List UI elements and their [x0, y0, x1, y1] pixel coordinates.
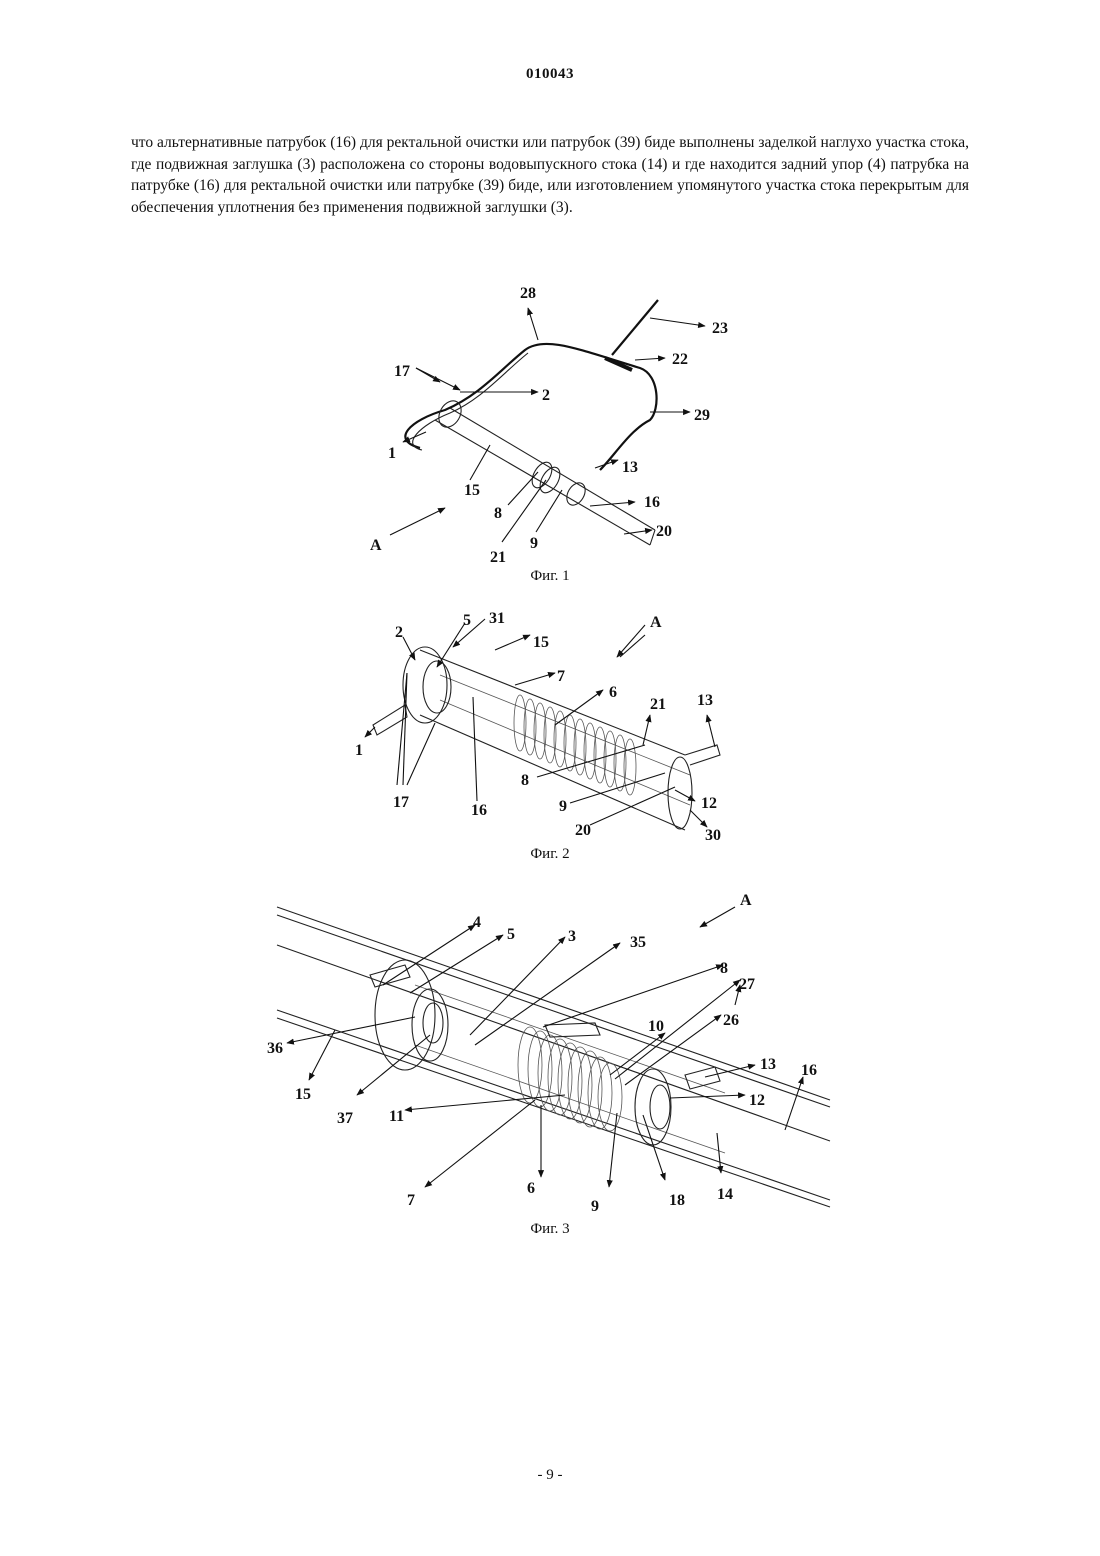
- page-number: - 9 -: [0, 1467, 1100, 1484]
- label-9: 9: [530, 535, 538, 552]
- label-13: 13: [760, 1056, 776, 1073]
- label-16: 16: [471, 802, 487, 819]
- body-paragraph: что альтернативные патрубок (16) для рек…: [131, 132, 969, 218]
- label-30: 30: [705, 827, 721, 844]
- label-17: 17: [394, 363, 410, 380]
- label-31: 31: [489, 610, 505, 627]
- label-9: 9: [559, 798, 567, 815]
- label-22: 22: [672, 351, 688, 368]
- label-20: 20: [575, 822, 591, 839]
- label-26: 26: [723, 1012, 739, 1029]
- label-20: 20: [656, 523, 672, 540]
- label-A: A: [370, 537, 382, 554]
- figure-2-caption: Фиг. 2: [0, 846, 1100, 863]
- label-12: 12: [701, 795, 717, 812]
- label-13: 13: [622, 459, 638, 476]
- label-2: 2: [542, 387, 550, 404]
- label-18: 18: [669, 1192, 685, 1209]
- label-36: 36: [267, 1040, 283, 1057]
- label-16: 16: [801, 1062, 817, 1079]
- label-15: 15: [464, 482, 480, 499]
- label-37: 37: [337, 1110, 353, 1127]
- label-6: 6: [609, 684, 617, 701]
- figure-1-drawing: 28 23 22 17 2 29 1 13 15 16 8 9 21 20 A: [350, 280, 750, 570]
- label-2: 2: [395, 624, 403, 641]
- label-5: 5: [463, 612, 471, 629]
- label-21: 21: [650, 696, 666, 713]
- label-12: 12: [749, 1092, 765, 1109]
- label-7: 7: [407, 1192, 415, 1209]
- label-13: 13: [697, 692, 713, 709]
- label-14: 14: [717, 1186, 733, 1203]
- label-15: 15: [295, 1086, 311, 1103]
- label-21: 21: [490, 549, 506, 566]
- label-A: A: [650, 614, 662, 631]
- figure-2-drawing: 5 31 2 15 A 7 6 21 13 1 8 17 16 9 12 20 …: [345, 605, 765, 850]
- figure-3-drawing: A 4 5 3 35 8 27 10 26 36 13 16 15 12 37 …: [265, 885, 840, 1220]
- figure-1-caption: Фиг. 1: [0, 568, 1100, 585]
- label-23: 23: [712, 320, 728, 337]
- label-10: 10: [648, 1018, 664, 1035]
- label-29: 29: [694, 407, 710, 424]
- label-A: A: [740, 892, 752, 909]
- label-15: 15: [533, 634, 549, 651]
- label-8: 8: [521, 772, 529, 789]
- label-28: 28: [520, 285, 536, 302]
- label-1: 1: [355, 742, 363, 759]
- figure-3-caption: Фиг. 3: [0, 1221, 1100, 1238]
- label-17: 17: [393, 794, 409, 811]
- label-6: 6: [527, 1180, 535, 1197]
- label-7: 7: [557, 668, 565, 685]
- label-5: 5: [507, 926, 515, 943]
- label-3: 3: [568, 928, 576, 945]
- paragraph-text: что альтернативные патрубок (16) для рек…: [131, 132, 969, 218]
- document-number: 010043: [0, 66, 1100, 83]
- label-27: 27: [739, 976, 755, 993]
- label-8: 8: [494, 505, 502, 522]
- label-9: 9: [591, 1198, 599, 1215]
- label-35: 35: [630, 934, 646, 951]
- label-1: 1: [388, 445, 396, 462]
- label-8: 8: [720, 960, 728, 977]
- label-11: 11: [389, 1108, 404, 1125]
- label-4: 4: [473, 914, 481, 931]
- label-16: 16: [644, 494, 660, 511]
